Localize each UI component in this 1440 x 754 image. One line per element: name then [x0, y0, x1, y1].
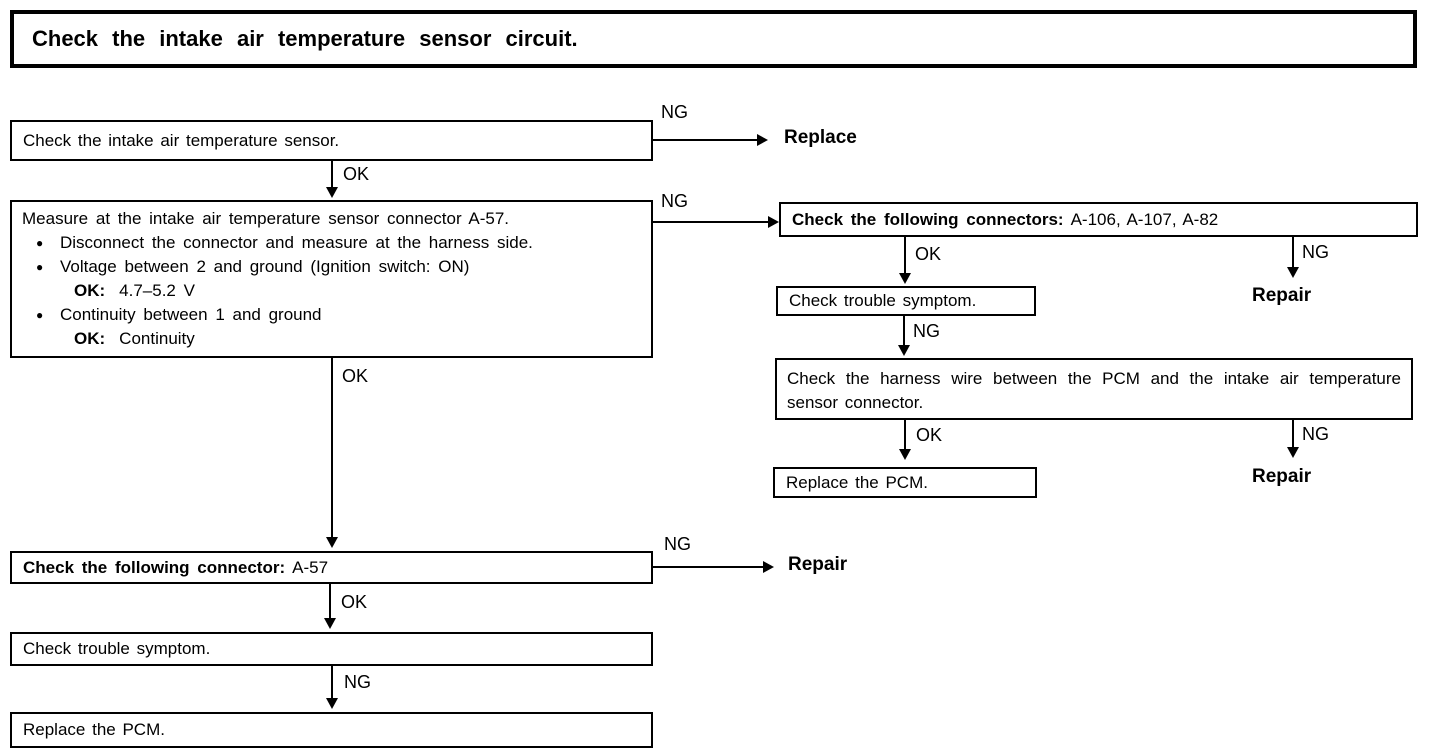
node-check-connector-a57-label: Check the following connector: — [23, 557, 286, 577]
edge-label-ng: NG — [664, 534, 691, 554]
arrowhead-down-icon — [326, 537, 338, 548]
arrowhead-down-icon — [1287, 267, 1299, 278]
arrowhead-down-icon — [899, 273, 911, 284]
node-replace-pcm-left: Replace the PCM. — [10, 712, 653, 748]
measure-bullet-3-text: Continuity between 1 and ground — [60, 305, 322, 324]
node-measure-connector: Measure at the intake air temperature se… — [10, 200, 653, 358]
node-check-trouble-symptom-right-text: Check trouble symptom. — [789, 291, 977, 310]
node-check-sensor-text: Check the intake air temperature sensor. — [23, 130, 340, 150]
node-check-harness-wire: Check the harness wire between the PCM a… — [775, 358, 1413, 420]
bullet-icon: ● — [36, 236, 44, 250]
connector-line — [653, 566, 763, 568]
action-repair: Repair — [788, 554, 848, 575]
connector-line — [331, 666, 333, 698]
connector-line — [329, 584, 331, 618]
arrowhead-down-icon — [1287, 447, 1299, 458]
arrowhead-down-icon — [326, 187, 338, 198]
measure-bullet-2-text: Voltage between 2 and ground (Ignition s… — [60, 257, 470, 276]
arrowhead-down-icon — [324, 618, 336, 629]
node-replace-pcm-right: Replace the PCM. — [773, 467, 1037, 498]
edge-label-ok: OK — [915, 244, 942, 264]
measure-bullet-1-text: Disconnect the connector and measure at … — [60, 233, 533, 252]
measure-bullet-2: ● Voltage between 2 and ground (Ignition… — [22, 255, 641, 279]
action-repair: Repair — [1252, 285, 1312, 306]
measure-bullet-1: ● Disconnect the connector and measure a… — [22, 231, 641, 255]
arrowhead-right-icon — [763, 561, 774, 573]
measure-bullet-3: ● Continuity between 1 and ground — [22, 303, 641, 327]
connector-line — [904, 420, 906, 449]
connector-line — [331, 358, 333, 537]
edge-label-ng: NG — [661, 102, 688, 122]
bullet-icon: ● — [36, 260, 44, 274]
node-check-connector-a57-value: A-57 — [292, 557, 329, 577]
arrowhead-right-icon — [768, 216, 779, 228]
connector-line — [331, 161, 333, 188]
arrowhead-right-icon — [757, 134, 768, 146]
node-replace-pcm-right-text: Replace the PCM. — [786, 472, 928, 492]
node-check-harness-wire-text: Check the harness wire between the PCM a… — [787, 369, 1401, 412]
node-check-sensor: Check the intake air temperature sensor. — [10, 120, 653, 161]
node-check-connectors-label: Check the following connectors: — [792, 209, 1064, 229]
page-title: Check the intake air temperature sensor … — [32, 26, 578, 51]
edge-label-ng: NG — [661, 191, 688, 211]
arrowhead-down-icon — [898, 345, 910, 356]
ok-value: 4.7–5.2 V — [119, 281, 195, 300]
action-replace: Replace — [784, 127, 857, 148]
measure-intro: Measure at the intake air temperature se… — [22, 209, 510, 228]
ok-label: OK: — [74, 329, 106, 348]
connector-line — [904, 237, 906, 273]
arrowhead-down-icon — [899, 449, 911, 460]
connector-line — [1292, 237, 1294, 267]
node-check-trouble-symptom-right: Check trouble symptom. — [776, 286, 1036, 316]
measure-ok-continuity: OK: Continuity — [74, 327, 641, 351]
edge-label-ng: NG — [913, 321, 940, 341]
connector-line — [653, 221, 769, 223]
node-check-trouble-symptom-left-text: Check trouble symptom. — [23, 639, 211, 658]
node-check-connectors: Check the following connectors: A-106, A… — [779, 202, 1418, 237]
connector-line — [903, 316, 905, 345]
ok-label: OK: — [74, 281, 106, 300]
action-repair: Repair — [1252, 466, 1312, 487]
node-replace-pcm-left-text: Replace the PCM. — [23, 720, 165, 739]
edge-label-ok: OK — [341, 592, 368, 612]
title-box: Check the intake air temperature sensor … — [10, 10, 1417, 68]
bullet-icon: ● — [36, 308, 44, 322]
node-check-trouble-symptom-left: Check trouble symptom. — [10, 632, 653, 666]
connector-line — [1292, 420, 1294, 447]
edge-label-ok: OK — [343, 164, 370, 184]
arrowhead-down-icon — [326, 698, 338, 709]
edge-label-ng: NG — [1302, 424, 1329, 444]
ok-value: Continuity — [119, 329, 195, 348]
edge-label-ok: OK — [342, 366, 369, 386]
edge-label-ng: NG — [344, 672, 371, 692]
connector-line — [653, 139, 757, 141]
edge-label-ng: NG — [1302, 242, 1329, 262]
node-check-connector-a57: Check the following connector: A-57 — [10, 551, 653, 584]
measure-ok-voltage: OK: 4.7–5.2 V — [74, 279, 641, 303]
edge-label-ok: OK — [916, 425, 943, 445]
node-check-connectors-value: A-106, A-107, A-82 — [1070, 209, 1219, 229]
